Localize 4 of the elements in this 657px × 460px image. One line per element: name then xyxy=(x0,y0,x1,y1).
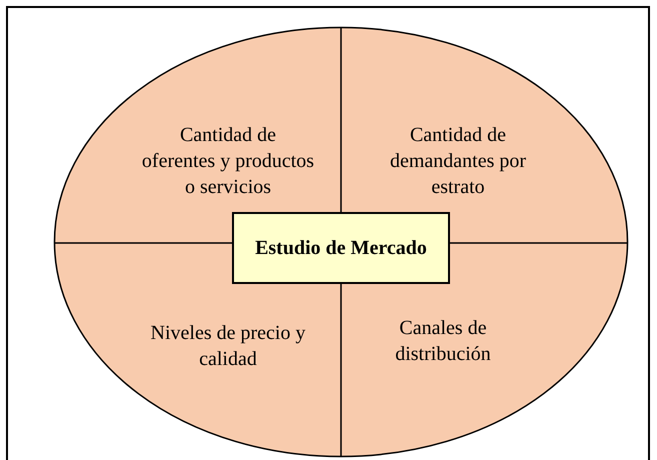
quadrant-text: Cantidad de demandantes por estrato xyxy=(358,116,558,206)
quadrant-text: Niveles de precio y calidad xyxy=(123,316,333,376)
center-box: Estudio de Mercado xyxy=(232,212,450,284)
quadrant-text: Canales de distribución xyxy=(353,311,533,371)
